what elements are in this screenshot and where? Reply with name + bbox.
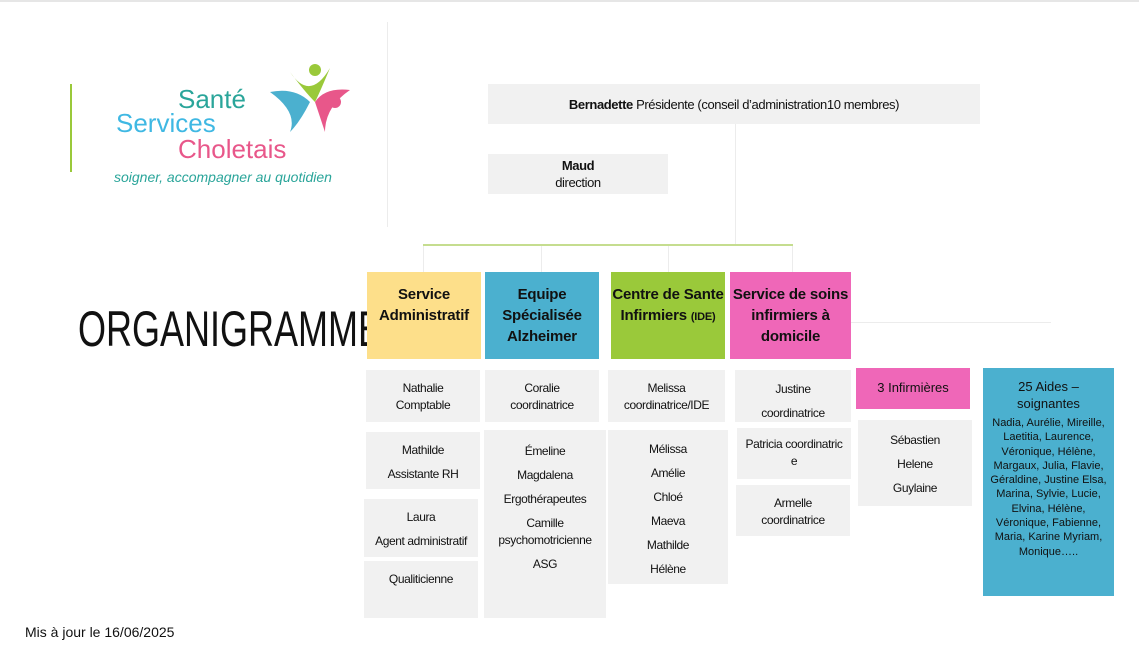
president-role: Présidente (conseil d’administration10 m… (636, 96, 900, 112)
president-box: Bernadette Présidente (conseil d’adminis… (488, 84, 980, 124)
logo-tagline: soigner, accompagner au quotidien (114, 169, 332, 185)
team-member: Hélène (650, 562, 686, 576)
team-member: Maeva (650, 514, 686, 528)
patricia-box: Patricia coordinatrice (737, 428, 851, 479)
person-name-role: Patricia coordinatrice (745, 437, 843, 468)
direction-name: Maud (561, 158, 595, 173)
aides-header: 25 Aides – soignantes (1017, 379, 1080, 411)
person-role: Agent administratif (375, 534, 467, 548)
connector (735, 124, 736, 244)
team-member: ASG (532, 557, 558, 571)
aides-names: Nadia, Aurélie, Mireille, Laetitia, Laur… (990, 417, 1107, 558)
csi-label: Centre de Sante Infirmiers (612, 286, 724, 324)
melissa-coord-box: Melissa coordinatrice/IDE (608, 370, 725, 422)
service-alzheimer: Equipe Spécialisée Alzheimer (485, 272, 599, 359)
connector (851, 322, 1051, 323)
logo-figures-icon (270, 64, 350, 132)
person-name: Nathalie (402, 381, 444, 395)
qualiticienne-box: Qualiticienne (364, 561, 478, 618)
logo-line1: Santé (178, 84, 246, 114)
coralie-box: Coralie coordinatrice (485, 370, 599, 422)
person-name: Mathilde (401, 443, 445, 457)
connector (423, 246, 424, 272)
aides-soignantes-box: 25 Aides – soignantes Nadia, Aurélie, Mi… (983, 368, 1114, 596)
services-connector-line (423, 244, 793, 246)
person-role: coordinatrice (761, 513, 825, 527)
person-name: Melissa (647, 381, 686, 395)
person-name: Laura (406, 510, 436, 524)
person-role: Qualiticienne (388, 572, 454, 586)
alzheimer-team-box: Émeline Magdalena Ergothérapeutes Camill… (484, 430, 606, 618)
team-member: Mathilde (646, 538, 690, 552)
infirmieres-box: Sébastien Helene Guylaine (858, 420, 972, 506)
president-name: Bernadette (568, 96, 633, 112)
team-member: Sébastien (890, 433, 940, 447)
team-member: Chloé (653, 490, 683, 504)
team-member: Camille psychomotricienne (498, 516, 592, 547)
divider (387, 22, 388, 227)
person-role: coordinatrice (761, 406, 825, 420)
team-member: Mélissa (649, 442, 687, 456)
csi-suffix: (IDE) (690, 311, 716, 323)
team-member: Guylaine (892, 481, 938, 495)
team-member: Amélie (650, 466, 686, 480)
direction-role: direction (555, 175, 601, 190)
direction-box: Maud direction (488, 154, 668, 194)
connector (541, 246, 542, 272)
team-member: Magdalena (517, 468, 573, 482)
team-member: Ergothérapeutes (503, 492, 587, 506)
csi-team-box: Mélissa Amélie Chloé Maeva Mathilde Hélè… (608, 430, 728, 584)
logo-accent-line (70, 84, 72, 172)
logo-line3: Choletais (178, 134, 287, 164)
infirmieres-header: 3 Infirmières (856, 368, 970, 409)
team-member: Émeline (524, 444, 566, 458)
person-role: Assistante RH (387, 467, 459, 481)
connector (668, 246, 669, 272)
person-name: Justine (775, 382, 811, 396)
person-role: coordinatrice (510, 398, 574, 412)
logo: Santé Services Choletais soigner, accomp… (110, 62, 360, 192)
armelle-box: Armelle coordinatrice (736, 485, 850, 536)
person-role: Comptable (395, 398, 451, 412)
connector (792, 246, 793, 272)
service-administratif: Service Administratif (367, 272, 481, 359)
page-title: ORGANIGRAMME (78, 301, 383, 357)
logo-line2: Services (116, 108, 216, 138)
service-csi: Centre de Sante Infirmiers (IDE) (611, 272, 725, 359)
team-member: Helene (897, 457, 933, 471)
person-name: Coralie (524, 381, 560, 395)
service-ssiad: Service de soins infirmiers à domicile (730, 272, 851, 359)
last-updated: Mis à jour le 16/06/2025 (25, 624, 175, 640)
justine-box: Justine coordinatrice (735, 370, 851, 422)
person-name: Armelle (774, 496, 812, 510)
person-role: coordinatrice/IDE (623, 398, 710, 412)
